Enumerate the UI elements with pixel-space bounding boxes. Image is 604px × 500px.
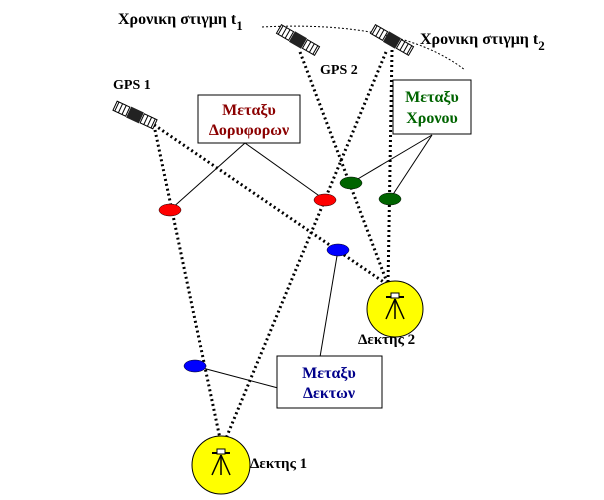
time-t2-label: Χρονικη στιγμη t2 bbox=[420, 31, 545, 53]
gps1-label: GPS 1 bbox=[113, 78, 151, 93]
box-between-receivers: Μεταξυ Δεκτων bbox=[276, 355, 383, 409]
box-time-line2: Χρονου bbox=[406, 110, 458, 127]
gps2-label: GPS 2 bbox=[320, 63, 358, 78]
blue-difference-ellipse-2 bbox=[183, 359, 207, 373]
satellite-gps1-icon bbox=[112, 99, 158, 131]
path-gps1-receiver2 bbox=[149, 120, 389, 287]
red-difference-ellipse-2 bbox=[313, 193, 337, 207]
path-gps2-t2-receiver2 bbox=[386, 49, 394, 286]
receiver-1 bbox=[191, 435, 251, 495]
green-difference-ellipse-1 bbox=[339, 176, 363, 190]
box-receivers-line1: Μεταξυ bbox=[302, 365, 356, 382]
red-difference-ellipse-1 bbox=[158, 203, 182, 217]
blue-difference-ellipse-1 bbox=[326, 243, 350, 257]
green-difference-ellipse-2 bbox=[378, 192, 402, 206]
connector-lines bbox=[169, 134, 433, 389]
box-satellites-line1: Μεταξυ bbox=[222, 102, 276, 119]
path-gps2-t2-receiver1 bbox=[220, 51, 388, 449]
box-between-time: Μεταξυ Χρονου bbox=[392, 79, 472, 135]
box-time-line1: Μεταξυ bbox=[405, 89, 459, 106]
receiver2-label: Δεκτης 2 bbox=[358, 332, 415, 348]
time-t1-label: Χρονικη στιγμη t1 bbox=[118, 11, 243, 33]
receiver-2 bbox=[366, 280, 424, 338]
path-gps1-receiver1 bbox=[153, 129, 224, 449]
satellite-gps2-t1-icon bbox=[275, 23, 321, 57]
box-receivers-line2: Δεκτων bbox=[303, 385, 355, 402]
path-gps2-t1-receiver2 bbox=[298, 51, 390, 286]
receiver1-label: Δεκτης 1 bbox=[250, 456, 307, 472]
box-between-satellites: Μεταξυ Δορυφορων bbox=[197, 94, 301, 144]
box-satellites-line2: Δορυφορων bbox=[209, 122, 289, 139]
signal-paths bbox=[149, 49, 394, 449]
